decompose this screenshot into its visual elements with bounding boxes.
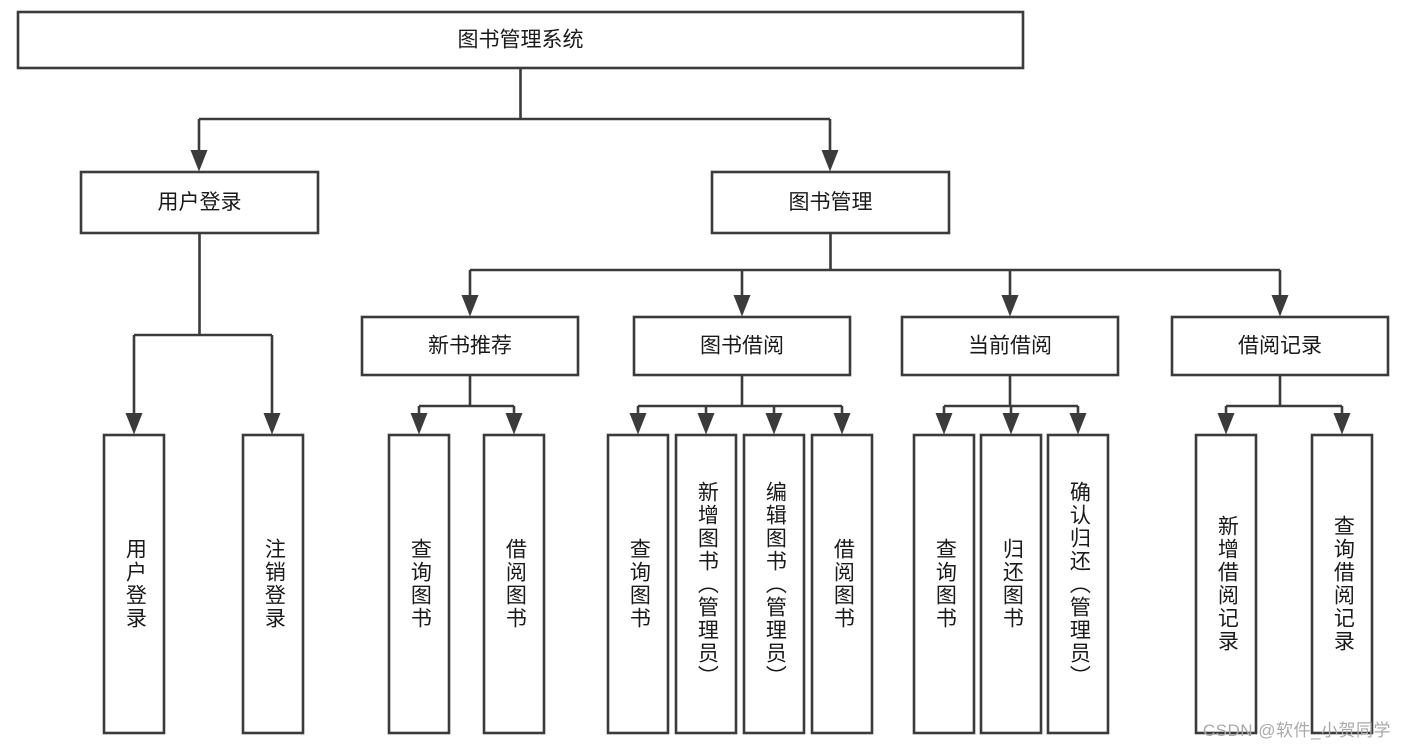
node-level2-book-management[interactable] [710, 170, 951, 235]
node-leaf-leaf-confirm-return[interactable] [1046, 433, 1110, 735]
connector-group-user-login [125, 233, 281, 435]
node-level2-user-login[interactable] [79, 170, 320, 235]
node-leaf-leaf-query-book-3[interactable] [912, 433, 976, 735]
node-leaf-leaf-borrow-book-1[interactable] [482, 433, 546, 735]
arrow-head-icon [1271, 295, 1289, 317]
node-label-book-borrow: 图书借阅 [700, 335, 784, 358]
node-label-current-borrow: 当前借阅 [968, 335, 1052, 358]
watermark-text: CSDN @软件_小贺同学 [1202, 721, 1391, 740]
arrow-head-icon [765, 413, 783, 435]
arrow-head-icon [190, 150, 208, 172]
node-leaf-leaf-logout[interactable] [241, 433, 305, 735]
arrow-head-icon [629, 413, 647, 435]
node-level3-new-book-recommend[interactable] [360, 315, 580, 377]
connectors-layer [125, 68, 1351, 435]
arrow-head-icon [697, 413, 715, 435]
node-label-root: 图书管理系统 [458, 29, 584, 52]
arrow-head-icon [505, 413, 523, 435]
arrow-head-icon [1217, 413, 1235, 435]
arrow-head-icon [125, 413, 143, 435]
arrow-head-icon [1069, 413, 1087, 435]
arrow-head-icon [1002, 413, 1020, 435]
connector-group-root [190, 68, 839, 172]
node-leaf-leaf-add-record[interactable] [1194, 433, 1258, 735]
node-level3-book-borrow[interactable] [632, 315, 852, 377]
node-level3-borrow-record[interactable] [1170, 315, 1390, 377]
node-leaf-leaf-query-record[interactable] [1310, 433, 1374, 735]
connector-group-current-borrow [935, 375, 1087, 435]
node-label-new-book-recommend: 新书推荐 [428, 335, 512, 358]
connector-group-new-book-recommend [410, 375, 523, 435]
arrow-head-icon [461, 295, 479, 317]
node-leaf-leaf-query-book-1[interactable] [387, 433, 451, 735]
arrow-head-icon [410, 413, 428, 435]
node-level3-current-borrow[interactable] [900, 315, 1120, 377]
node-label-user-login: 用户登录 [158, 191, 242, 214]
arrow-head-icon [1001, 295, 1019, 317]
node-leaf-leaf-edit-book[interactable] [742, 433, 806, 735]
node-leaf-leaf-return-book[interactable] [979, 433, 1043, 735]
connector-group-book-borrow [629, 375, 851, 435]
arrow-head-icon [821, 150, 839, 172]
node-leaf-leaf-query-book-2[interactable] [606, 433, 670, 735]
connector-group-book-management [461, 233, 1289, 317]
node-leaf-leaf-borrow-book-2[interactable] [810, 433, 874, 735]
node-root-root[interactable] [16, 10, 1025, 70]
arrow-head-icon [263, 413, 281, 435]
node-label-book-management: 图书管理 [789, 191, 873, 214]
node-label-borrow-record: 借阅记录 [1238, 335, 1322, 358]
node-leaf-leaf-add-book[interactable] [674, 433, 738, 735]
arrow-head-icon [833, 413, 851, 435]
arrow-head-icon [733, 295, 751, 317]
arrow-head-icon [935, 413, 953, 435]
node-leaf-leaf-user-login[interactable] [102, 433, 166, 735]
arrow-head-icon [1333, 413, 1351, 435]
connector-group-borrow-record [1217, 375, 1351, 435]
node-boxes-layer [16, 10, 1390, 735]
